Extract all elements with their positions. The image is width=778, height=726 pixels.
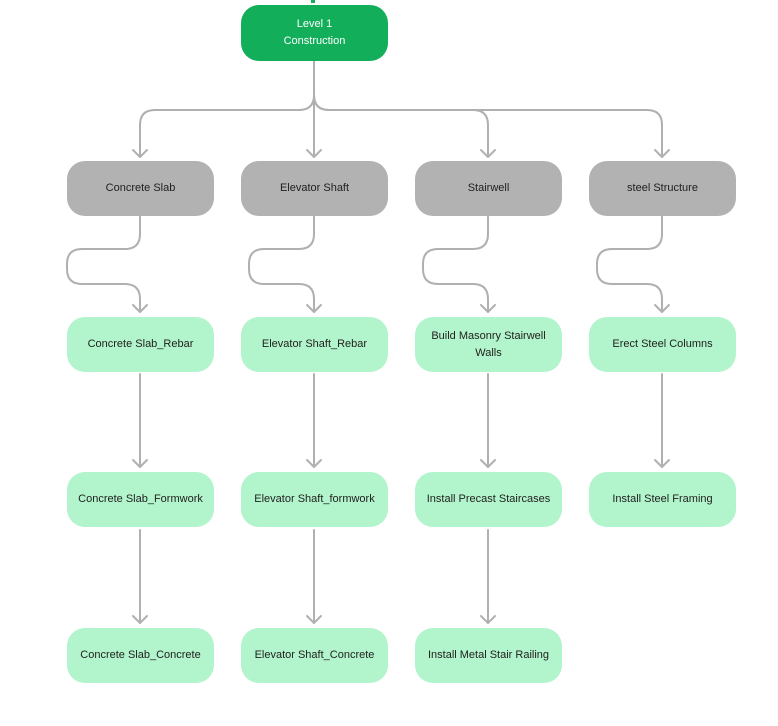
task-label: Concrete Slab_Rebar: [87, 338, 194, 351]
connector-cat1-to-task1: [66, 215, 141, 312]
task-label: Install Precast Staircases: [426, 493, 551, 506]
task-node-install-metal-stair-railing[interactable]: Install Metal Stair Railing: [415, 628, 562, 683]
root-node-line1: Level 1: [296, 18, 333, 30]
connector-root-to-concrete-slab: [139, 60, 315, 157]
root-node-line2: Construction: [283, 35, 346, 47]
category-node-concrete-slab[interactable]: Concrete Slab: [67, 161, 214, 216]
task-node-install-precast-staircases[interactable]: Install Precast Staircases: [415, 472, 562, 527]
category-label: Concrete Slab: [105, 182, 176, 195]
arrowhead: [306, 459, 322, 468]
arrowhead: [306, 304, 322, 313]
arrowhead: [480, 615, 496, 624]
connector-cat3-to-task1: [422, 215, 489, 312]
arrowhead: [132, 459, 148, 468]
incoming-connector-stub: [311, 0, 315, 3]
task-node-install-steel-framing[interactable]: Install Steel Framing: [589, 472, 736, 527]
task-label: Concrete Slab_Concrete: [80, 649, 201, 662]
arrowhead: [132, 304, 148, 313]
arrowhead: [654, 304, 670, 313]
arrowhead: [306, 615, 322, 624]
task-node-concrete-slab-rebar[interactable]: Concrete Slab_Rebar: [67, 317, 214, 372]
task-label: Elevator Shaft_Concrete: [254, 649, 375, 662]
task-label: Elevator Shaft_Rebar: [261, 338, 368, 351]
task-node-build-masonry-stairwell-walls[interactable]: Build Masonry Stairwell Walls: [415, 317, 562, 372]
category-label: steel Structure: [627, 182, 698, 195]
arrowhead: [654, 459, 670, 468]
task-label: Concrete Slab_Formwork: [78, 493, 203, 506]
connector-root-to-stairwell: [313, 60, 489, 157]
category-node-stairwell[interactable]: Stairwell: [415, 161, 562, 216]
category-label: Elevator Shaft: [279, 182, 350, 195]
arrowhead: [480, 304, 496, 313]
category-label: Stairwell: [467, 182, 510, 195]
category-node-steel-structure[interactable]: steel Structure: [589, 161, 736, 216]
task-node-concrete-slab-concrete[interactable]: Concrete Slab_Concrete: [67, 628, 214, 683]
task-label: Install Metal Stair Railing: [427, 649, 550, 662]
arrowhead: [306, 149, 322, 158]
task-node-elevator-shaft-formwork[interactable]: Elevator Shaft_formwork: [241, 472, 388, 527]
arrowhead: [132, 149, 148, 158]
connector-cat2-to-task1: [248, 215, 315, 312]
category-node-elevator-shaft[interactable]: Elevator Shaft: [241, 161, 388, 216]
task-label: Elevator Shaft_formwork: [254, 493, 375, 506]
arrowhead: [480, 459, 496, 468]
root-node[interactable]: Level 1 Construction: [241, 5, 388, 61]
task-label: Erect Steel Columns: [612, 338, 713, 351]
task-node-elevator-shaft-rebar[interactable]: Elevator Shaft_Rebar: [241, 317, 388, 372]
task-label: Install Steel Framing: [612, 493, 713, 506]
connector-root-to-steel-structure: [313, 60, 663, 157]
task-node-concrete-slab-formwork[interactable]: Concrete Slab_Formwork: [67, 472, 214, 527]
connector-cat4-to-task1: [596, 215, 663, 312]
task-node-elevator-shaft-concrete[interactable]: Elevator Shaft_Concrete: [241, 628, 388, 683]
arrowhead: [654, 149, 670, 158]
arrowhead: [132, 615, 148, 624]
arrowhead: [480, 149, 496, 158]
task-label: Build Masonry Stairwell Walls: [431, 330, 546, 359]
task-node-erect-steel-columns[interactable]: Erect Steel Columns: [589, 317, 736, 372]
